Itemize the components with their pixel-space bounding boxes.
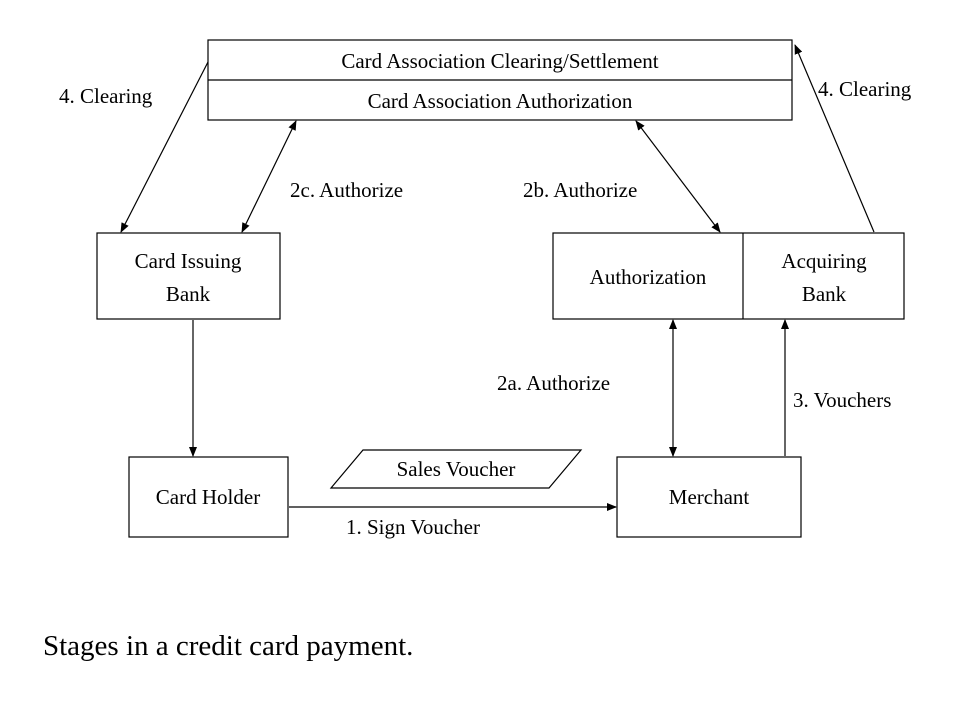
assoc-clearing-label: Card Association Clearing/Settlement [341,49,658,73]
clearing-left-label: 4. Clearing [59,84,153,108]
sales-voucher-node: Sales Voucher [329,449,583,489]
acquiring-bank-label-line2: Bank [802,282,847,306]
clearing-right-arrow [794,44,875,233]
sign-voucher-label: 1. Sign Voucher [346,515,480,539]
card-holder-label: Card Holder [156,485,260,509]
acquiring-bank-label-line1: Acquiring [781,249,867,273]
vouchers-label: 3. Vouchers [793,388,891,412]
issuing-bank-label-line1: Card Issuing [135,249,242,273]
issuing-bank-label-line2: Bank [166,282,211,306]
merchant-node: Merchant [616,456,802,538]
card-issuing-bank-node: Card Issuing Bank [96,232,281,320]
clearing-right-label: 4. Clearing [818,77,912,101]
authorize-2a-label: 2a. Authorize [497,371,610,395]
authorize-2c-arrow [241,120,297,233]
acquirer-node: Authorization Acquiring Bank [552,232,905,320]
card-association-node: Card Association Clearing/Settlement Car… [207,39,793,121]
figure-caption: Stages in a credit card payment. [43,630,414,662]
authorization-label: Authorization [590,265,707,289]
authorize-2b-arrow [635,120,721,233]
clearing-left-arrow [120,61,209,233]
card-holder-node: Card Holder [128,456,289,538]
authorize-2c-label: 2c. Authorize [290,178,403,202]
sales-voucher-label: Sales Voucher [397,457,516,481]
merchant-label: Merchant [669,485,750,509]
assoc-authorization-label: Card Association Authorization [368,89,633,113]
authorize-2b-label: 2b. Authorize [523,178,637,202]
